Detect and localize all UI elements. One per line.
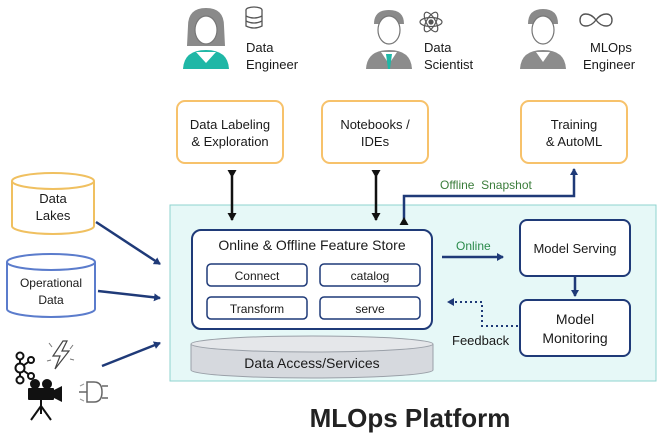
svg-text:Data: Data xyxy=(38,293,64,307)
persona-label: Data xyxy=(246,40,274,55)
svg-text:Notebooks /: Notebooks / xyxy=(340,117,410,132)
module-transform: Transform xyxy=(206,296,308,320)
offline-snapshot-label: Offline Snapshot xyxy=(440,178,533,192)
camera-icon xyxy=(28,379,62,421)
tool-box-notebooks: Notebooks / IDEs xyxy=(321,100,429,164)
kafka-icon xyxy=(14,351,35,385)
svg-text:Training: Training xyxy=(551,117,597,132)
feedback-label: Feedback xyxy=(452,333,510,348)
svg-text:Lakes: Lakes xyxy=(36,208,71,223)
svg-text:& Exploration: & Exploration xyxy=(191,134,268,149)
svg-text:Operational: Operational xyxy=(20,276,82,290)
platform-title: MLOps Platform xyxy=(310,403,511,433)
svg-text:Model Serving: Model Serving xyxy=(533,241,616,256)
source-operational-data: Operational Data xyxy=(6,253,96,318)
persona-data-engineer: Data Engineer xyxy=(183,6,299,72)
svg-text:& AutoML: & AutoML xyxy=(546,134,602,149)
module-catalog: catalog xyxy=(319,263,421,287)
feature-store-box: Online & Offline Feature Store Connect c… xyxy=(191,229,433,330)
svg-text:Monitoring: Monitoring xyxy=(542,330,607,346)
module-connect: Connect xyxy=(206,263,308,287)
online-label: Online xyxy=(456,239,491,253)
svg-text:Connect: Connect xyxy=(235,269,280,283)
svg-text:Model: Model xyxy=(556,311,594,327)
model-monitoring-box: Model Monitoring xyxy=(519,299,631,357)
arrow-offline-snapshot xyxy=(399,168,578,225)
tool-box-training: Training & AutoML xyxy=(520,100,628,164)
arrow-lakes-to-platform xyxy=(95,220,161,266)
persona-label: MLOps xyxy=(590,40,632,55)
svg-text:IDEs: IDEs xyxy=(361,134,390,149)
svg-text:Data Labeling: Data Labeling xyxy=(190,117,270,132)
source-data-lakes: Data Lakes xyxy=(11,172,95,235)
database-icon xyxy=(245,6,263,29)
svg-text:catalog: catalog xyxy=(351,269,390,283)
infinity-loop-icon xyxy=(579,13,613,27)
arrow-streams-to-platform xyxy=(101,341,161,368)
person-avatar-icon xyxy=(183,8,229,69)
persona-data-scientist: Data Scientist xyxy=(366,10,474,72)
persona-label: Scientist xyxy=(424,57,474,72)
arrow-operational-to-platform xyxy=(97,289,161,302)
svg-text:Transform: Transform xyxy=(230,302,284,316)
persona-label: Engineer xyxy=(246,57,299,72)
data-access-services: Data Access/Services xyxy=(190,335,434,379)
person-avatar-icon xyxy=(366,10,412,69)
svg-text:Data Access/Services: Data Access/Services xyxy=(244,355,379,371)
persona-label: Engineer xyxy=(583,57,636,72)
arrow-feedback xyxy=(447,298,518,327)
persona-label: Data xyxy=(424,40,452,55)
person-avatar-icon xyxy=(520,9,566,69)
svg-text:Data: Data xyxy=(39,191,67,206)
svg-text:serve: serve xyxy=(355,302,385,316)
lightning-icon xyxy=(46,340,75,370)
plug-icon xyxy=(79,381,108,403)
persona-mlops-engineer: MLOps Engineer xyxy=(520,9,636,72)
feature-store-title: Online & Offline Feature Store xyxy=(218,237,405,253)
tool-box-data-labeling: Data Labeling & Exploration xyxy=(176,100,284,164)
atom-icon xyxy=(419,11,443,33)
model-serving-box: Model Serving xyxy=(519,219,631,277)
module-serve: serve xyxy=(319,296,421,320)
